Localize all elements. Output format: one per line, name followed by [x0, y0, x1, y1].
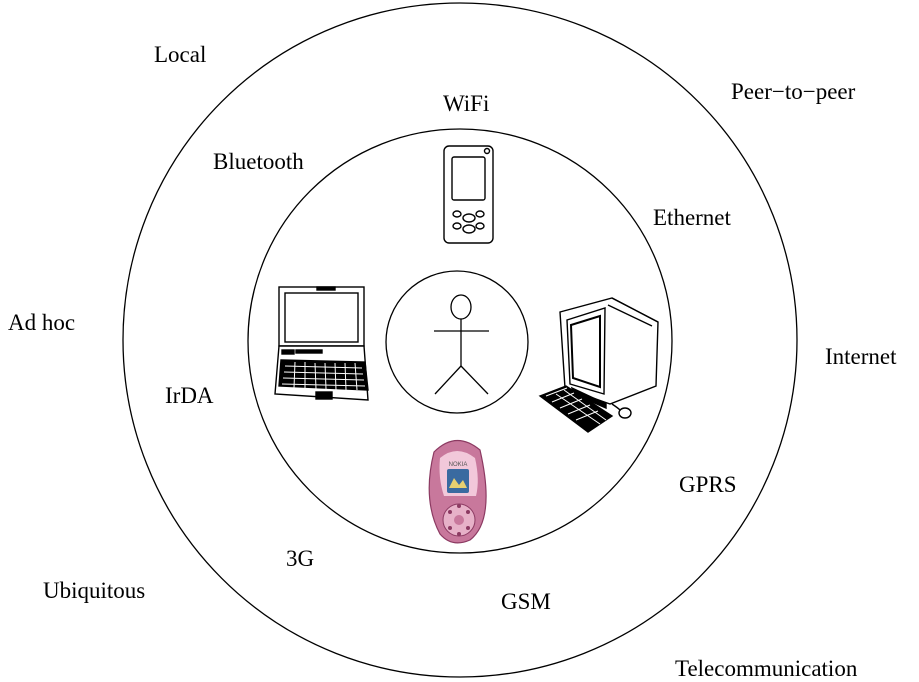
- label-ethernet: Ethernet: [653, 205, 731, 230]
- inner-ring: [385, 270, 529, 414]
- label-wifi: WiFi: [443, 91, 490, 116]
- middle-ring: [247, 128, 673, 554]
- label-bluetooth: Bluetooth: [213, 149, 304, 174]
- label-telecommunication: Telecommunication: [675, 656, 858, 681]
- pda-icon: [443, 145, 494, 244]
- desktop-computer-icon: [538, 297, 659, 433]
- label-ad-hoc: Ad hoc: [8, 310, 76, 335]
- label-peer-to-peer: Peer−to−peer: [731, 79, 856, 104]
- label-irda: IrDA: [165, 383, 214, 408]
- label-gsm: GSM: [501, 589, 551, 614]
- mobile-phone-icon: NOKIA: [428, 439, 487, 544]
- label-ubiquitous: Ubiquitous: [43, 578, 146, 603]
- label-gprs: GPRS: [679, 472, 737, 497]
- laptop-icon: [274, 286, 369, 401]
- label-local: Local: [154, 42, 207, 67]
- person-icon: [434, 294, 489, 395]
- outer-ring: [122, 2, 798, 678]
- label-internet: Internet: [825, 344, 897, 369]
- label-3g: 3G: [286, 546, 315, 571]
- phone-brand-label: NOKIA: [449, 462, 468, 468]
